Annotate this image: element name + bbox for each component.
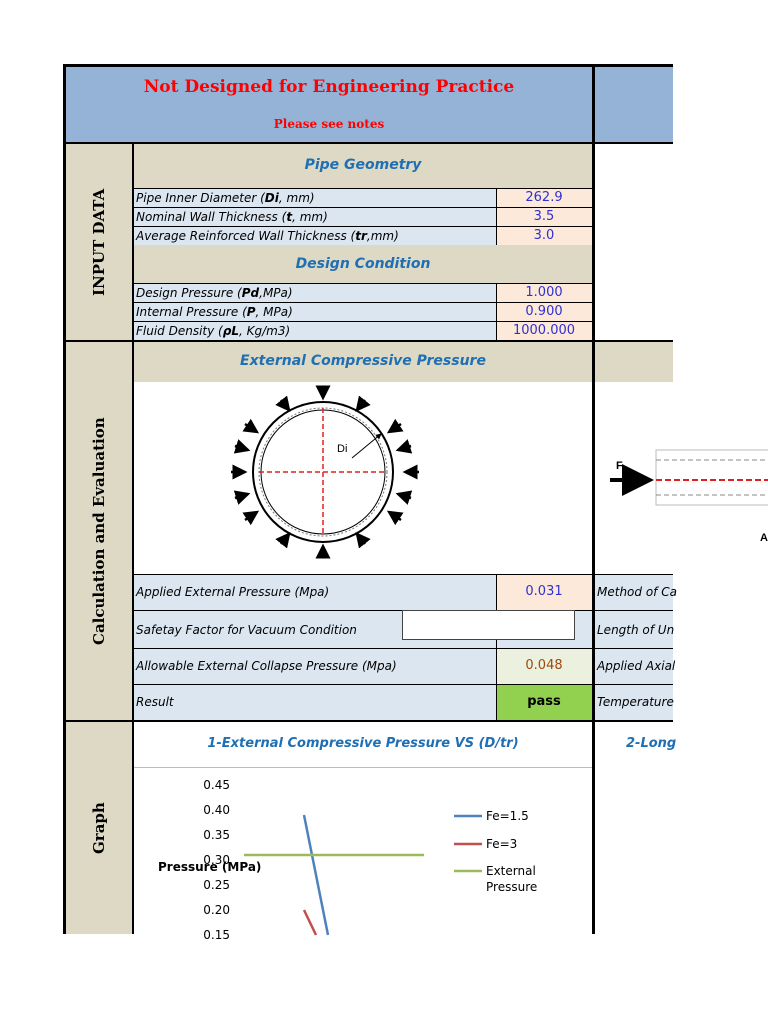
reinforced-wall-thickness-label: Average Reinforced Wall Thickness (tr,mm…: [136, 229, 399, 243]
external-result-rows: Applied External Pressure (Mpa) 0.031 Sa…: [134, 574, 592, 720]
axial-diagram-svg: F A: [610, 449, 768, 544]
right-panel-rows: Method of Ca Length of Un Applied Axial …: [595, 574, 677, 720]
pipe-inner-diameter-label: Pipe Inner Diameter (Di, mm): [136, 191, 315, 205]
reinforced-wall-thickness-input[interactable]: 3.0: [533, 228, 555, 243]
calc-section-bottom-border: [63, 720, 673, 722]
graph-side-panel: Graph: [66, 722, 132, 934]
input-side-panel: INPUT DATA: [66, 144, 132, 340]
graph-title-divider: [134, 767, 592, 768]
side-column-border: [132, 144, 134, 934]
nominal-wall-thickness-input[interactable]: 3.5: [533, 209, 555, 224]
y-tick-label: 0.40: [203, 803, 230, 817]
right-panel-header: [595, 342, 673, 382]
applied-axial-label: Applied Axial: [597, 659, 676, 673]
input-data-label: INPUT DATA: [90, 188, 108, 296]
result-status-badge: pass: [527, 694, 561, 709]
axial-force-diagram: F A: [600, 445, 768, 555]
y-tick-label: 0.35: [203, 828, 230, 842]
y-tick-label: 0.25: [203, 878, 230, 892]
pipe-geometry-header: Pipe Geometry: [134, 144, 592, 188]
design-condition-title: Design Condition: [295, 256, 431, 272]
header-banner: Not Designed for Engineering Practice Pl…: [66, 67, 592, 142]
graph1-title: 1-External Compressive Pressure VS (D/tr…: [207, 736, 519, 751]
external-pressure-title: External Compressive Pressure: [240, 353, 486, 369]
safety-factor-input[interactable]: [402, 610, 575, 640]
result-label: Result: [136, 695, 174, 709]
temperature-label: Temperature: [597, 695, 674, 709]
y-tick-label: 0.20: [203, 903, 230, 917]
calc-side-panel: Calculation and Evaluation: [66, 342, 132, 720]
graph-side-label: Graph: [90, 802, 108, 854]
page-title: Not Designed for Engineering Practice: [143, 77, 515, 97]
frame-middle-divider: [592, 64, 595, 934]
fluid-density-label: Fluid Density (ρL, Kg/m3): [136, 324, 291, 338]
pipe-geometry-title: Pipe Geometry: [304, 157, 422, 173]
force-f-label: F: [616, 460, 623, 472]
allowable-collapse-pressure-value: 0.048: [525, 658, 563, 673]
graph2-title: 2-Long: [626, 736, 677, 751]
fluid-density-input[interactable]: 1000.000: [512, 323, 576, 338]
design-pressure-label: Design Pressure (Pd,MPa): [136, 286, 293, 300]
input-section-bottom-border: [63, 340, 673, 342]
legend-label: Fe=3: [486, 837, 517, 851]
internal-pressure-input[interactable]: 0.900: [525, 304, 563, 319]
axial-a-label: A: [760, 532, 768, 544]
legend-label: Fe=1.5: [486, 809, 529, 823]
external-pressure-header: External Compressive Pressure: [134, 342, 592, 382]
frame-left-border: [63, 64, 66, 934]
pipe-diagram-svg: Di: [231, 385, 419, 559]
pipe-inner-diameter-input[interactable]: 262.9: [525, 190, 563, 205]
series-line-0: [302, 814, 330, 936]
frame-top-border: [63, 64, 673, 67]
notes-link[interactable]: Please see notes: [273, 117, 385, 131]
header-banner-right: [595, 67, 673, 142]
applied-external-pressure-value: 0.031: [525, 584, 563, 599]
allowable-collapse-pressure-label: Allowable External Collapse Pressure (Mp…: [136, 659, 397, 673]
safety-factor-label: Safetay Factor for Vacuum Condition: [136, 623, 357, 637]
legend-label: External: [486, 864, 536, 878]
y-tick-label: 0.15: [203, 928, 230, 942]
method-of-calc-label: Method of Ca: [597, 585, 677, 599]
design-condition-header: Design Condition: [134, 245, 592, 283]
applied-external-pressure-label: Applied External Pressure (Mpa): [136, 585, 330, 599]
legend-label: Pressure: [486, 880, 537, 894]
header-bottom-border: [63, 142, 673, 144]
design-pressure-input[interactable]: 1.000: [525, 285, 563, 300]
calc-evaluation-label: Calculation and Evaluation: [90, 417, 108, 645]
y-axis-label: Pressure (MPa): [158, 860, 261, 874]
y-tick-label: 0.30: [203, 853, 230, 867]
pipe-geometry-rows: Pipe Inner Diameter (Di, mm) 262.9 Nomin…: [134, 188, 592, 246]
nominal-wall-thickness-label: Nominal Wall Thickness (t, mm): [136, 210, 328, 224]
series-line-1: [302, 909, 318, 936]
design-condition-rows: Design Pressure (Pd,MPa) 1.000 Internal …: [134, 283, 592, 340]
pipe-cross-section-diagram: Di: [215, 384, 429, 574]
y-tick-label: 0.45: [203, 778, 230, 792]
external-pressure-chart: 0.45 0.40 0.35 0.30 0.25 0.20 0.15 Pressure (MP…: [134, 768, 592, 942]
length-of-un-label: Length of Un: [597, 623, 675, 637]
di-label: Di: [337, 443, 347, 455]
chart-svg: 0.45 0.40 0.35 0.30 0.25 0.20 0.15 Pressure (MP…: [158, 778, 537, 942]
internal-pressure-label: Internal Pressure (P, MPa): [136, 305, 293, 319]
